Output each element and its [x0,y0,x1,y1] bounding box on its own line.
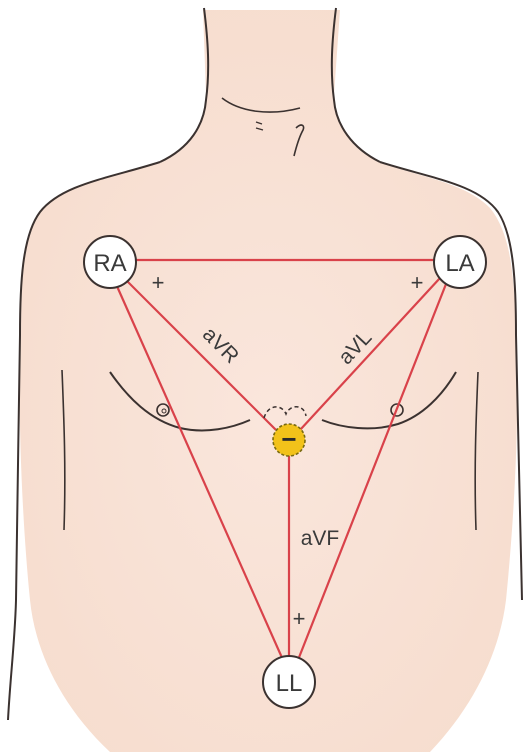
torso-silhouette [19,10,517,752]
electrode-ll-label: LL [276,670,303,697]
electrode-ll: LL [263,656,315,708]
positive-sign-ll: + [293,606,306,631]
electrode-ra-label: RA [93,250,126,277]
electrode-la-label: LA [445,250,474,277]
electrode-ra: RA [84,236,136,288]
electrode-la: LA [434,236,486,288]
positive-sign-la: + [411,270,424,295]
lead-label-avf: aVF [301,527,340,550]
positive-sign-ra: + [152,270,165,295]
negative-sign: − [281,424,296,454]
